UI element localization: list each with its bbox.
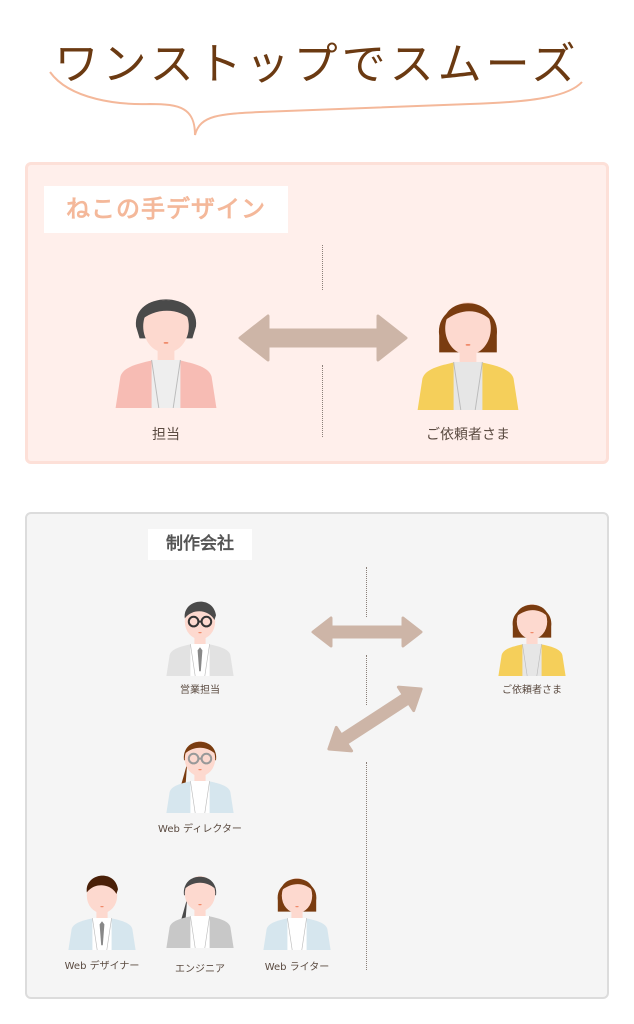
staff-label: 担当 <box>152 427 180 443</box>
nekonote-tag: ねこの手デザイン <box>44 186 288 233</box>
divider-line <box>366 655 367 705</box>
sales-avatar <box>160 588 240 680</box>
designer-label: Web デザイナー <box>64 961 140 972</box>
sales-label: 営業担当 <box>180 685 220 696</box>
designer-avatar <box>62 862 142 954</box>
engineer-label: エンジニア <box>175 964 225 975</box>
divider-line <box>366 567 367 617</box>
writer-label: Web ライター <box>264 962 330 973</box>
agency-panel <box>25 512 609 999</box>
divider-line <box>366 762 367 970</box>
diagonal-double-arrow-icon <box>327 685 423 753</box>
divider-line <box>322 365 323 437</box>
client-label: ご依頼者さま <box>502 685 562 696</box>
headline: ワンストップでスムーズ <box>54 39 580 90</box>
client-avatar <box>492 588 572 680</box>
director-label: Web ディレクター <box>158 824 242 835</box>
divider-line <box>322 245 323 290</box>
writer-avatar <box>257 862 337 954</box>
director-avatar <box>160 725 240 817</box>
client-avatar <box>408 278 528 414</box>
staff-avatar <box>106 276 226 412</box>
double-arrow-icon <box>311 616 423 648</box>
client-label: ご依頼者さま <box>426 427 510 443</box>
speech-bubble-curve <box>49 71 583 136</box>
engineer-avatar <box>160 860 240 952</box>
agency-tag: 制作会社 <box>148 529 252 560</box>
double-arrow-icon <box>238 314 408 362</box>
